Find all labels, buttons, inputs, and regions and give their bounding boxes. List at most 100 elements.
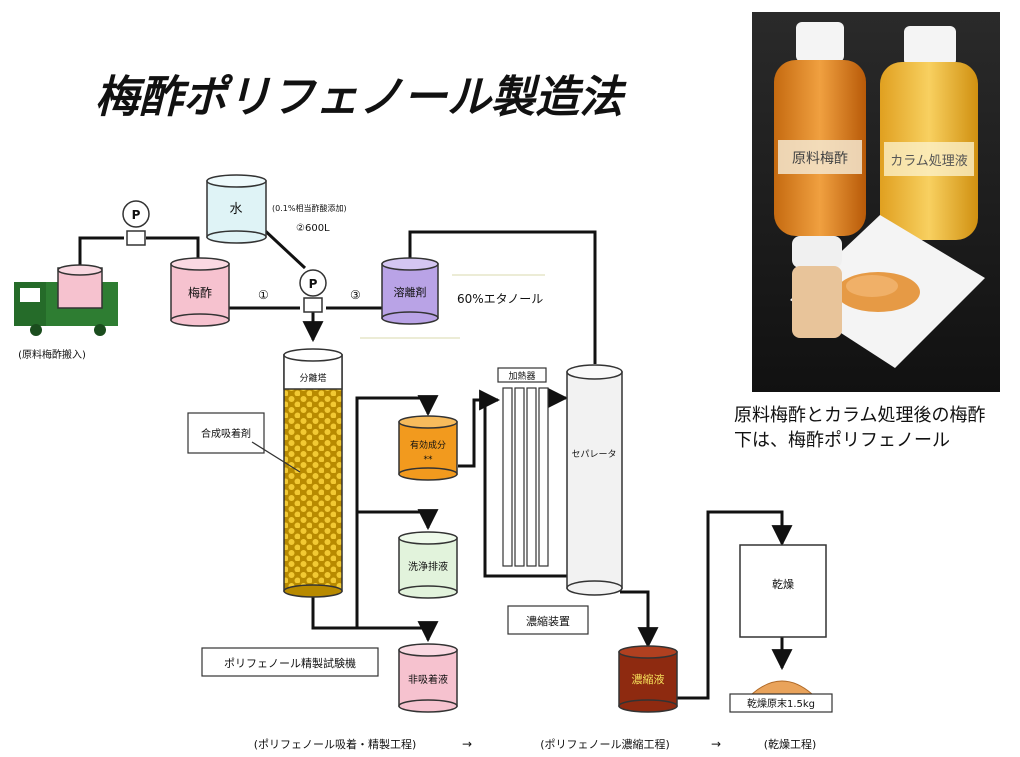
- heater-tube: [538, 387, 549, 567]
- heater-label-box: [497, 367, 547, 383]
- column-bottom: [283, 584, 343, 598]
- powder-label-box: [729, 693, 833, 713]
- active-tank-label: 有効成分: [410, 439, 446, 451]
- separator-top: [566, 364, 623, 380]
- photo-caption-line2: 下は、梅酢ポリフェノール: [734, 430, 950, 451]
- bottle-left-cap: [796, 22, 844, 62]
- step-1-label: ①: [258, 288, 269, 302]
- nonadsorbed-tank: 非吸着液: [398, 643, 458, 713]
- test-machine-box: [201, 647, 379, 677]
- ethanol-note: 60%エタノール: [457, 292, 543, 306]
- separator-label: セパレータ: [571, 449, 616, 460]
- concentrate-tank-label: 濃縮液: [632, 672, 665, 686]
- small-jar: [792, 266, 842, 338]
- powder-pile-top: [846, 275, 898, 297]
- wash-tank-label: 洗浄排液: [408, 560, 448, 573]
- wash-tank-bottom: [398, 585, 458, 599]
- pipe-separator-recycle: [408, 230, 597, 364]
- separation-column: 分離塔: [283, 348, 343, 598]
- photo-caption-line1: 原料梅酢とカラム処理後の梅酢: [734, 405, 985, 426]
- dryer-label: 乾燥: [772, 578, 794, 591]
- pipe-truck-pump: [78, 236, 124, 272]
- separator: セパレータ: [566, 364, 623, 596]
- small-jar-cap: [792, 236, 842, 268]
- bottle-right-cap: [904, 26, 956, 66]
- water-tank-bottom: [206, 230, 267, 244]
- active-tank-bottom: [398, 467, 458, 481]
- truck-wheel: [94, 324, 106, 336]
- powder-result: 乾燥原末1.5kg: [729, 680, 833, 713]
- plum-tank: 梅酢: [170, 257, 230, 327]
- pipe-to-wash-tank: [357, 509, 439, 531]
- truck: [14, 264, 118, 336]
- powder-label: 乾燥原末1.5kg: [747, 697, 815, 710]
- piping: [78, 224, 793, 700]
- separator-bottom: [566, 580, 623, 596]
- truck-window: [20, 288, 40, 302]
- heater-tube: [502, 387, 513, 567]
- solvent-tank-body: [381, 263, 439, 319]
- concentrator-label: 濃縮装置: [526, 614, 570, 628]
- dryer-box: [739, 544, 827, 638]
- active-tank-top: [398, 415, 458, 429]
- heater: 加熱器: [497, 367, 549, 567]
- wash-tank-top: [398, 531, 458, 545]
- process-1-caption: (ポリフェノール吸着・精製工程): [254, 737, 417, 751]
- process-2-caption: (ポリフェノール濃縮工程): [540, 737, 670, 751]
- pipe-concentrate-dryer: [672, 510, 793, 700]
- active-tank-body: [398, 421, 458, 475]
- column-label: 分離塔: [299, 372, 326, 384]
- concentrate-tank: 濃縮液: [618, 645, 678, 713]
- pump-left: P: [122, 200, 150, 246]
- heater-label: 加熱器: [508, 370, 535, 382]
- process-arrow-1: →: [462, 737, 472, 751]
- concentrator-box: [507, 605, 589, 635]
- water-tank-top: [206, 174, 267, 188]
- concentrate-tank-bottom: [618, 699, 678, 713]
- active-tank: 有効成分 **: [398, 415, 458, 481]
- pipe-separator-loop: [483, 398, 572, 578]
- active-tank-mark: **: [424, 455, 434, 465]
- bottle-left-label: [778, 140, 862, 174]
- solvent-tank-bottom: [381, 311, 439, 325]
- solvent-tank-top: [381, 257, 439, 271]
- pipe-separator-concentrate: [620, 590, 659, 649]
- column-top: [283, 348, 343, 362]
- volume-note: ②600L: [296, 223, 330, 234]
- separator-body: [566, 371, 623, 589]
- pump-left-gauge: [122, 200, 150, 228]
- plum-tank-bottom: [170, 313, 230, 327]
- wash-tank-body: [398, 537, 458, 593]
- heater-tube: [514, 387, 525, 567]
- nonadsorbed-tank-top: [398, 643, 458, 657]
- nonadsorbed-tank-body: [398, 649, 458, 707]
- nonadsorbed-tank-bottom: [398, 699, 458, 713]
- product-photo: 原料梅酢 カラム処理液: [752, 12, 1000, 392]
- solvent-tank: 溶離剤: [381, 257, 439, 325]
- pump-mixing-gauge: [299, 269, 327, 297]
- test-machine-label: ポリフェノール精製試験機: [224, 656, 356, 670]
- step-3-label: ③: [350, 288, 361, 302]
- pipe-water-to-mix: [258, 224, 307, 270]
- pipe-active-to-heater: [458, 389, 501, 468]
- water-tank: 水: [206, 174, 267, 244]
- process-arrow-2: →: [711, 737, 721, 751]
- pump-left-label: P: [132, 208, 141, 222]
- column-body: [283, 354, 343, 592]
- process-3-caption: (乾燥工程): [764, 738, 817, 751]
- pump-mixing: P: [299, 269, 327, 313]
- heater-tube: [526, 387, 537, 567]
- adsorbent-pointer: [251, 441, 301, 473]
- pump-mixing-label: P: [309, 277, 318, 291]
- acid-note: (0.1%相当酢酸添加): [272, 203, 347, 213]
- plum-tank-label: 梅酢: [188, 285, 212, 300]
- truck-tank-top: [57, 264, 103, 276]
- wash-tank: 洗浄排液: [398, 531, 458, 599]
- bottle-right-label-text: カラム処理液: [890, 154, 968, 169]
- pipe-pump-plum-tank: [146, 236, 200, 262]
- pipe-column-nonadsorbed: [311, 596, 439, 643]
- solvent-tank-label: 溶離剤: [394, 285, 427, 299]
- page-title: 梅酢ポリフェノール製造法: [95, 72, 627, 123]
- plum-tank-top: [170, 257, 230, 271]
